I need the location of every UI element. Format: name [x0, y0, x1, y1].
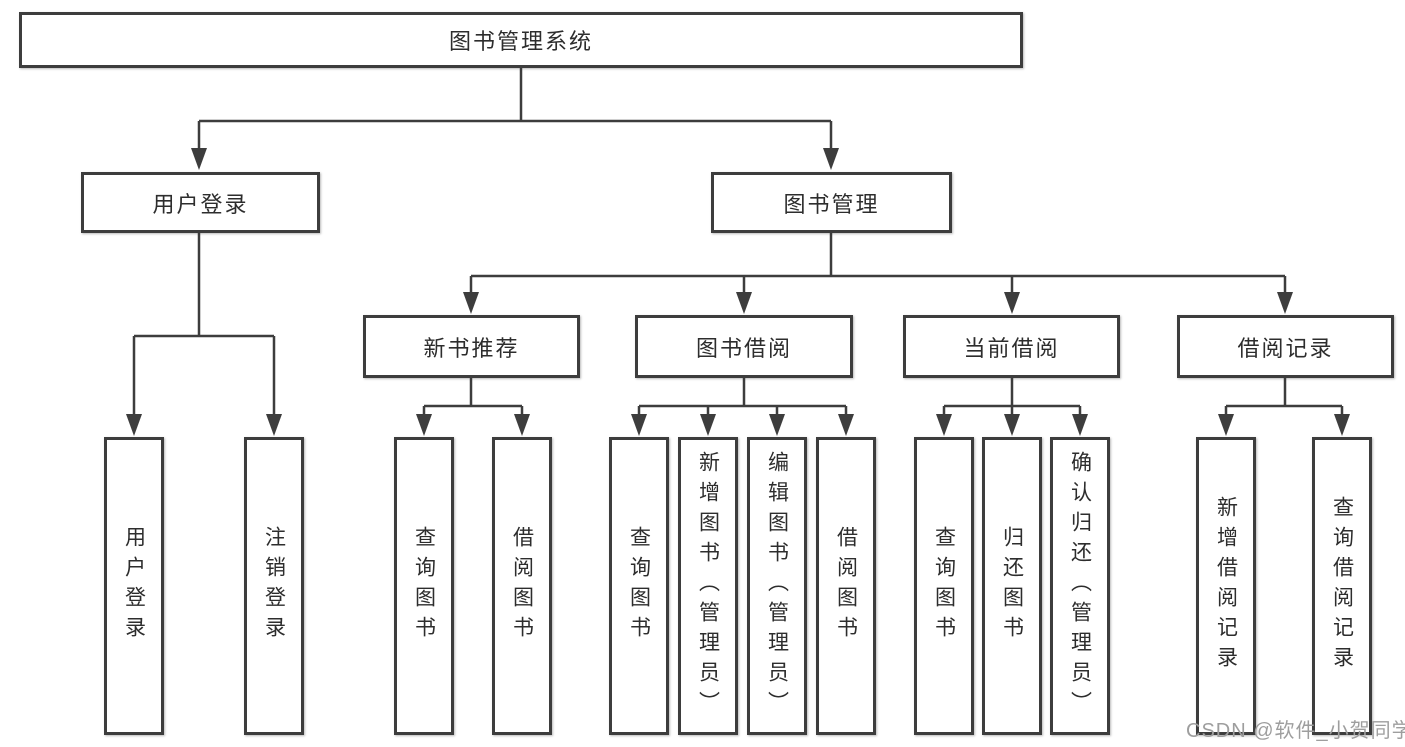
connector-root: [197, 68, 833, 148]
node-label: 新增图书（管理员）: [696, 451, 720, 721]
node-label: 图书借阅: [695, 335, 792, 361]
node-label: 借阅图书: [510, 526, 534, 646]
node-book-management: 图书管理: [711, 172, 952, 233]
connector-current-borrow: [942, 378, 1082, 414]
node-new-book-recommend: 新书推荐: [363, 315, 580, 378]
node-label: 用户登录: [152, 191, 249, 217]
node-query-books-borrow: 查询图书: [609, 437, 669, 735]
node-label: 注销登录: [262, 526, 286, 646]
node-borrow-books-recommend: 借阅图书: [492, 437, 552, 735]
connector-new-book: [422, 378, 524, 414]
node-user-login: 用户登录: [81, 172, 320, 233]
node-query-books-current: 查询图书: [914, 437, 974, 735]
node-label: 新书推荐: [423, 335, 520, 361]
connector-book-management: [469, 233, 1287, 292]
node-user-login-leaf: 用户登录: [104, 437, 164, 735]
node-label: 编辑图书（管理员）: [765, 451, 789, 721]
node-label: 归还图书: [1000, 526, 1024, 646]
node-borrow-books-leaf: 借阅图书: [816, 437, 876, 735]
node-label: 图书管理系统: [448, 29, 593, 54]
node-label: 查询图书: [932, 526, 956, 646]
node-label: 用户登录: [122, 526, 146, 646]
connector-book-borrow: [637, 378, 848, 414]
watermark: CSDN @软件_小贺同学: [1186, 720, 1405, 742]
node-library-system: 图书管理系统: [19, 12, 1023, 68]
node-return-book: 归还图书: [982, 437, 1042, 735]
node-label: 当前借阅: [963, 335, 1060, 361]
node-label: 借阅记录: [1237, 335, 1334, 361]
node-add-book-admin: 新增图书（管理员）: [678, 437, 738, 735]
node-edit-book-admin: 编辑图书（管理员）: [747, 437, 807, 735]
node-label: 借阅图书: [834, 526, 858, 646]
node-current-borrow: 当前借阅: [903, 315, 1120, 378]
node-query-borrow-record: 查询借阅记录: [1312, 437, 1372, 735]
node-query-books-recommend: 查询图书: [394, 437, 454, 735]
node-label: 图书管理: [783, 191, 880, 217]
arrowheads: [126, 148, 1350, 436]
node-borrow-records: 借阅记录: [1177, 315, 1394, 378]
node-confirm-return-admin: 确认归还（管理员）: [1050, 437, 1110, 735]
node-label: 查询借阅记录: [1330, 496, 1354, 676]
node-book-borrow: 图书借阅: [635, 315, 853, 378]
node-label: 新增借阅记录: [1214, 496, 1238, 676]
connector-borrow-records: [1224, 378, 1344, 414]
connector-user-login: [132, 233, 276, 414]
node-label: 确认归还（管理员）: [1068, 451, 1092, 721]
node-label: 查询图书: [627, 526, 651, 646]
node-logout: 注销登录: [244, 437, 304, 735]
node-label: 查询图书: [412, 526, 436, 646]
node-add-borrow-record: 新增借阅记录: [1196, 437, 1256, 735]
